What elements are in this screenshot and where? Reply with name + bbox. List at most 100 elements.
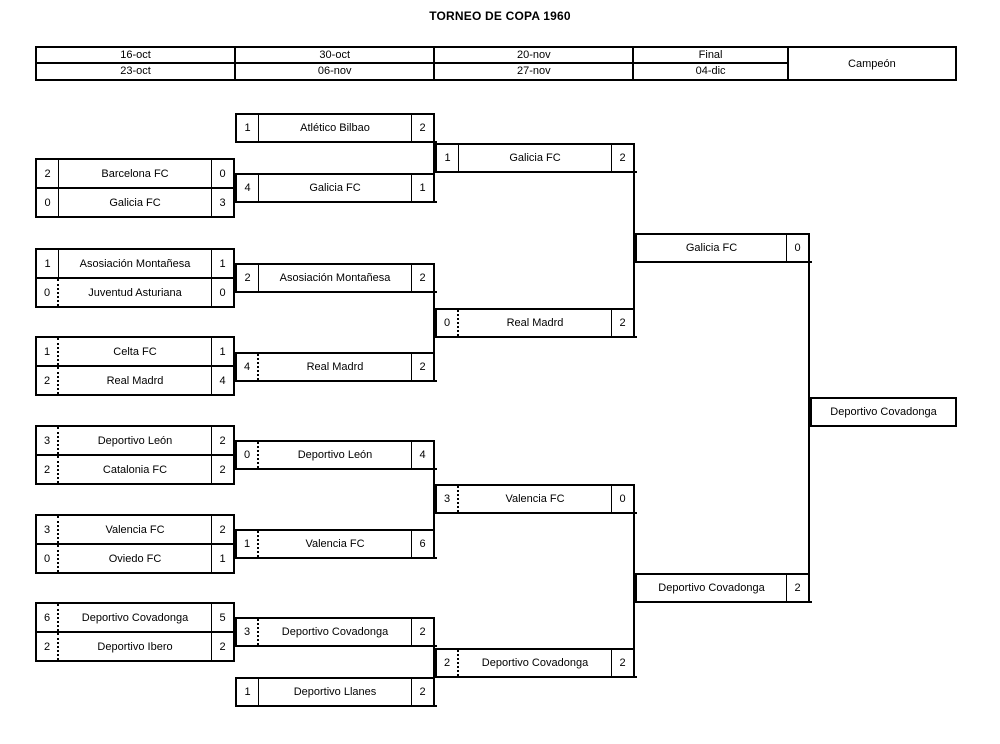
score-right: 2 [411, 619, 433, 645]
connector [433, 291, 437, 293]
table-row[interactable]: Deportivo Covadonga [812, 399, 955, 425]
score-right: 1 [411, 175, 433, 201]
team-name: Real Madrd [106, 374, 164, 387]
table-row[interactable]: 1 Celta FC 1 [37, 338, 233, 367]
table-row[interactable]: 1 Galicia FC 2 [437, 145, 633, 171]
score-left: 3 [437, 486, 459, 512]
score-right: 0 [786, 235, 808, 261]
score-left: 2 [237, 265, 259, 291]
table-row[interactable]: 0 Oviedo FC 1 [37, 545, 233, 572]
header-date-r3-leg2: 27-nov [517, 65, 551, 78]
team-name: Atlético Bilbao [300, 122, 370, 134]
match-final-m2[interactable]: Deportivo Covadonga 2 [635, 573, 810, 603]
score-left: 0 [237, 442, 259, 468]
table-row[interactable]: Galicia FC 0 [637, 235, 808, 261]
match-r2-m8[interactable]: 1 Deportivo Llanes 2 [235, 677, 435, 707]
team-name: Galicia FC [685, 242, 738, 254]
connector [633, 336, 637, 338]
table-row[interactable]: 1 Valencia FC 6 [237, 531, 433, 557]
match-r2-m6[interactable]: 1 Valencia FC 6 [235, 529, 435, 559]
round-date-header: 16-oct 23-oct 30-oct 06-nov 20-nov 27-no… [35, 46, 957, 81]
table-row[interactable]: Deportivo Covadonga 2 [637, 575, 808, 601]
score-left: 4 [237, 354, 259, 380]
match-final-m1[interactable]: Galicia FC 0 [635, 233, 810, 263]
table-row[interactable]: 0 Juventud Asturiana 0 [37, 279, 233, 306]
match-r3-m3[interactable]: 3 Valencia FC 0 [435, 484, 635, 514]
table-row[interactable]: 0 Galicia FC 3 [37, 189, 233, 216]
team-name: Asosiación Montañesa [79, 257, 191, 270]
team-name: Valencia FC [305, 538, 365, 550]
match-r1-m5[interactable]: 3 Valencia FC 2 0 Oviedo FC 1 [35, 514, 235, 574]
table-row[interactable]: 2 Real Madrd 4 [37, 367, 233, 394]
score-right: 1 [211, 545, 233, 572]
score-left: 1 [37, 338, 59, 365]
score-left: 0 [37, 545, 59, 572]
connector [433, 557, 437, 559]
score-left: 6 [37, 604, 59, 631]
score-right: 2 [411, 265, 433, 291]
match-r2-m1[interactable]: 1 Atlético Bilbao 2 [235, 113, 435, 143]
table-row[interactable]: 0 Real Madrd 2 [437, 310, 633, 336]
match-r1-m3[interactable]: 1 Celta FC 1 2 Real Madrd 4 [35, 336, 235, 396]
score-left: 1 [37, 250, 59, 277]
table-row[interactable]: 3 Valencia FC 0 [437, 486, 633, 512]
match-r1-m4[interactable]: 3 Deportivo León 2 2 Catalonia FC 2 [35, 425, 235, 485]
score-right: 1 [211, 250, 233, 277]
score-right: 2 [611, 310, 633, 336]
connector [433, 468, 435, 559]
match-r1-m1[interactable]: 2 Barcelona FC 0 0 Galicia FC 3 [35, 158, 235, 218]
team-name: Catalonia FC [102, 463, 168, 476]
table-row[interactable]: 0 Deportivo León 4 [237, 442, 433, 468]
table-row[interactable]: 2 Catalonia FC 2 [37, 456, 233, 483]
connector [433, 380, 437, 382]
score-left: 2 [37, 456, 59, 483]
score-right: 2 [211, 456, 233, 483]
match-r3-m4[interactable]: 2 Deportivo Covadonga 2 [435, 648, 635, 678]
table-row[interactable]: 4 Real Madrd 2 [237, 354, 433, 380]
team-name: Oviedo FC [108, 552, 162, 565]
table-row[interactable]: 2 Barcelona FC 0 [37, 160, 233, 189]
table-row[interactable]: 4 Galicia FC 1 [237, 175, 433, 201]
header-date-r3-leg1: 20-nov [435, 48, 633, 64]
match-r1-m6[interactable]: 6 Deportivo Covadonga 5 2 Deportivo Iber… [35, 602, 235, 662]
score-left: 2 [37, 160, 59, 187]
connector [433, 645, 435, 707]
score-right: 2 [786, 575, 808, 601]
header-label-final: Final [634, 48, 787, 64]
match-r2-m4[interactable]: 4 Real Madrd 2 [235, 352, 435, 382]
match-r2-m7[interactable]: 3 Deportivo Covadonga 2 [235, 617, 435, 647]
table-row[interactable]: 2 Deportivo Covadonga 2 [437, 650, 633, 676]
table-row[interactable]: 6 Deportivo Covadonga 5 [37, 604, 233, 633]
header-date-r2-leg1: 30-oct [236, 48, 434, 64]
header-col-champion: Campeón [789, 48, 955, 79]
score-right: 0 [211, 279, 233, 306]
table-row[interactable]: 3 Deportivo León 2 [37, 427, 233, 456]
team-name: Deportivo Covadonga [281, 626, 389, 638]
table-row[interactable]: 3 Valencia FC 2 [37, 516, 233, 545]
score-right: 0 [211, 160, 233, 187]
match-r3-m1[interactable]: 1 Galicia FC 2 [435, 143, 635, 173]
team-name: Deportivo León [297, 449, 373, 461]
match-r2-m5[interactable]: 0 Deportivo León 4 [235, 440, 435, 470]
table-row[interactable]: 2 Deportivo Ibero 2 [37, 633, 233, 660]
team-name: Deportivo León [97, 434, 173, 447]
match-r3-m2[interactable]: 0 Real Madrd 2 [435, 308, 635, 338]
score-right: 2 [411, 354, 433, 380]
page-title: TORNEO DE COPA 1960 [429, 9, 571, 23]
score-right: 2 [211, 427, 233, 454]
table-row[interactable]: 1 Deportivo Llanes 2 [237, 679, 433, 705]
champion-box[interactable]: Deportivo Covadonga [810, 397, 957, 427]
score-right: 2 [211, 633, 233, 660]
team-name: Valencia FC [105, 523, 165, 536]
table-row[interactable]: 3 Deportivo Covadonga 2 [237, 619, 433, 645]
table-row[interactable]: 1 Atlético Bilbao 2 [237, 115, 433, 141]
score-right: 2 [611, 650, 633, 676]
connector [633, 512, 635, 678]
connector [633, 676, 637, 678]
match-r1-m2[interactable]: 1 Asosiación Montañesa 1 0 Juventud Astu… [35, 248, 235, 308]
match-r2-m3[interactable]: 2 Asosiación Montañesa 2 [235, 263, 435, 293]
match-r2-m2[interactable]: 4 Galicia FC 1 [235, 173, 435, 203]
table-row[interactable]: 2 Asosiación Montañesa 2 [237, 265, 433, 291]
table-row[interactable]: 1 Asosiación Montañesa 1 [37, 250, 233, 279]
